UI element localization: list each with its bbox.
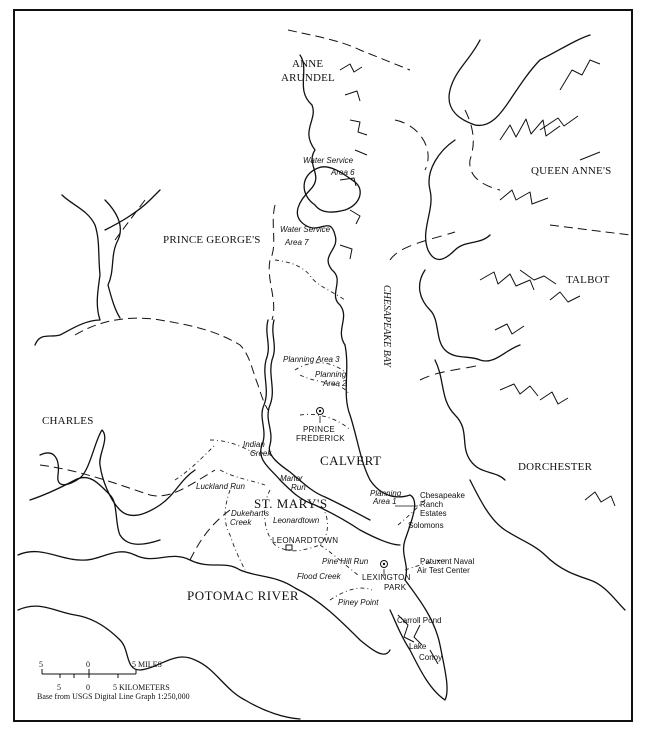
label-manor-run-line1: Manor — [280, 474, 303, 483]
label-chesapeake-bay: CHESAPEAKE BAY — [381, 285, 392, 368]
label-piney-point: Piney Point — [338, 598, 379, 607]
label-anne-arundel-line1: ANNE — [292, 58, 323, 70]
bay-channel-lines — [389, 109, 501, 381]
label-lexington-park-line1: LEXINGTON — [362, 573, 411, 582]
label-leonardtown: LEONARDTOWN — [272, 536, 338, 545]
label-lexington-park-line2: PARK — [384, 583, 407, 592]
town-marker-prince-frederick — [316, 407, 324, 423]
label-chesapeake-ranch-line2: Ranch — [420, 500, 443, 509]
label-flood-creek: Flood Creek — [297, 572, 342, 581]
label-luckland-run: Luckland Run — [196, 482, 245, 491]
label-dukeharts-line1: Dukehart's — [231, 509, 269, 518]
label-lake-conoy-line1: Lake — [409, 642, 427, 651]
map-frame — [13, 9, 633, 722]
label-planning-area-3: Planning Area 3 — [283, 355, 340, 364]
label-pine-hill-run: Pine Hill Run — [322, 557, 369, 566]
label-st-marys: ST. MARY'S — [254, 496, 328, 511]
label-anne-arundel-line2: ARUNDEL — [281, 72, 335, 84]
town-marker-lexington-park — [380, 560, 388, 576]
town-marker-leonardtown — [285, 544, 293, 551]
label-lake-conoy-line2: Conoy — [419, 653, 442, 662]
label-patuxent-line1: Patuxent Naval — [420, 557, 474, 566]
label-charles: CHARLES — [42, 415, 94, 427]
label-chesapeake-ranch-line1: Chesapeake — [420, 491, 465, 500]
label-prince-georges: PRINCE GEORGE'S — [163, 234, 261, 246]
label-carroll-pond: Carroll Pond — [397, 616, 441, 625]
label-patuxent-line2: Air Test Center — [417, 566, 470, 575]
label-indian-creek-line1: Indian — [243, 440, 265, 449]
label-water-service-6-line1: Water Service — [303, 156, 354, 165]
label-chesapeake-ranch-line3: Estates — [420, 509, 447, 518]
label-dorchester: DORCHESTER — [518, 461, 593, 473]
label-calvert: CALVERT — [320, 453, 381, 468]
label-prince-frederick-line2: FREDERICK — [296, 434, 345, 443]
label-water-service-7-line2: Area 7 — [284, 238, 309, 247]
scale-bar: 5 0 5 MILES 5 0 5 KILOMETERS Base from U… — [37, 660, 190, 701]
scale-miles-right: 5 MILES — [132, 660, 162, 669]
label-manor-run-line2: Run — [291, 483, 306, 492]
scale-km-left: 5 — [57, 683, 61, 692]
label-leonardtown-area: Leonardtown — [273, 516, 320, 525]
subarea-boundaries — [174, 259, 446, 601]
label-planning-area-1-line2: Area 1 — [372, 497, 397, 506]
scale-miles-left: 5 — [39, 660, 43, 669]
label-planning-area-2-line1: Planning — [315, 370, 347, 379]
shorelines — [17, 34, 626, 720]
label-prince-frederick-line1: PRINCE — [303, 425, 335, 434]
scale-source-note: Base from USGS Digital Line Graph 1:250,… — [37, 692, 190, 701]
label-dukeharts-line2: Creek — [230, 518, 252, 527]
scale-miles-zero: 0 — [86, 660, 90, 669]
label-indian-creek-line2: Creek — [250, 449, 272, 458]
label-queen-annes: QUEEN ANNE'S — [531, 165, 611, 177]
scale-km-right: 5 KILOMETERS — [113, 683, 170, 692]
label-potomac-river: POTOMAC RIVER — [187, 588, 299, 603]
scale-km-zero: 0 — [86, 683, 90, 692]
label-planning-area-2-line2: Area 2 — [322, 379, 347, 388]
label-water-service-7-line1: Water Service — [280, 225, 331, 234]
county-boundaries — [39, 29, 631, 561]
label-water-service-6-line2: Area 6 — [330, 168, 355, 177]
label-planning-area-1-line1: Planning — [370, 489, 402, 498]
label-talbot: TALBOT — [566, 274, 610, 286]
label-solomons: Solomons — [408, 521, 444, 530]
